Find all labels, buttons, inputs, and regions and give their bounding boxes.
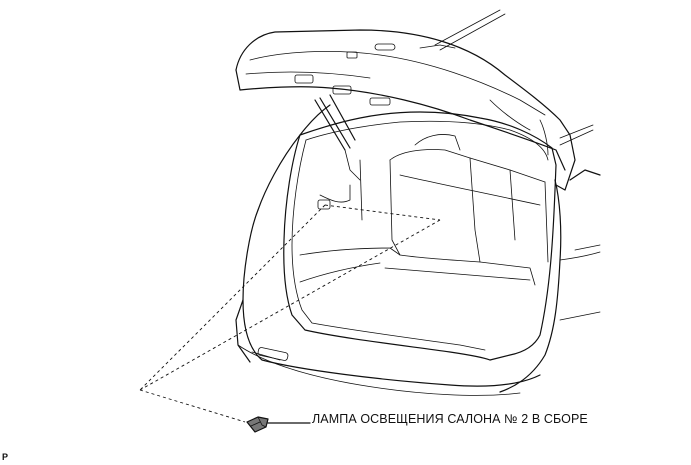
interior-lamp-icon xyxy=(246,416,269,433)
figure-code: P xyxy=(2,452,9,462)
liftgate xyxy=(235,29,576,191)
cargo-interior xyxy=(299,134,549,286)
vehicle-body xyxy=(235,104,601,396)
leader-lines xyxy=(139,204,441,423)
cargo-opening xyxy=(283,111,557,361)
roof-lines xyxy=(434,9,601,321)
liftgate-struts xyxy=(314,94,356,151)
lamp-callout-label: ЛАМПА ОСВЕЩЕНИЯ САЛОНА № 2 В СБОРЕ xyxy=(312,412,588,426)
